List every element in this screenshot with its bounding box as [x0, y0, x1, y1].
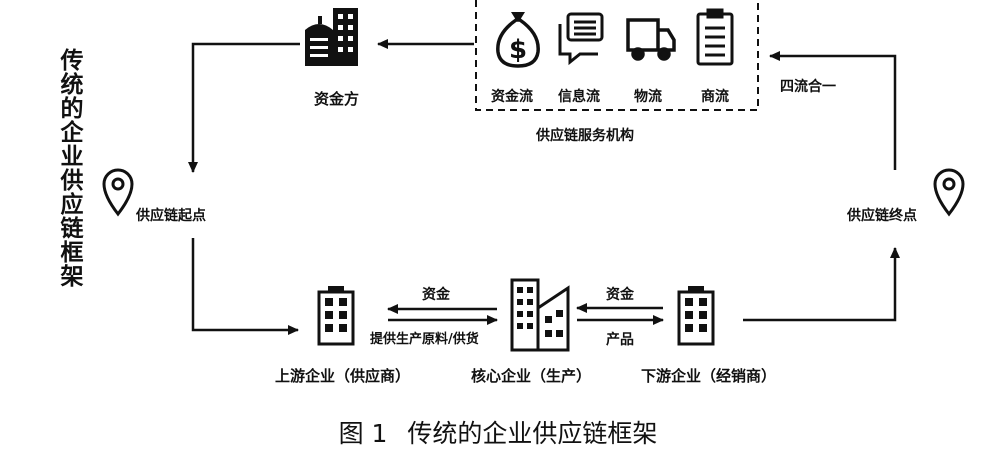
flow-label-commerce: 商流 [701, 89, 729, 105]
end-location-pin-icon [933, 168, 965, 217]
downstream-money-label: 资金 [606, 287, 634, 303]
money-bag-icon: $ [496, 12, 540, 68]
start-label: 供应链起点 [136, 208, 206, 224]
svg-text:$: $ [509, 35, 527, 65]
end-label: 供应链终点 [847, 208, 917, 224]
arrow-start-to-upstream [191, 238, 299, 335]
upstream-label: 上游企业（供应商） [275, 367, 411, 385]
funder-label: 资金方 [314, 90, 360, 108]
flow-label-information: 信息流 [558, 89, 600, 105]
flow-label-money: 资金流 [491, 89, 533, 105]
start-location-pin-icon [102, 168, 134, 217]
core-building-icon [510, 278, 570, 352]
upstream-money-label: 资金 [422, 287, 450, 303]
figure-caption: 图 1 传统的企业供应链框架 [0, 414, 996, 450]
clipboard-icon [696, 8, 734, 66]
upstream-goods-label: 提供生产原料/供货 [370, 332, 479, 347]
downstream-building-icon [677, 286, 715, 346]
downstream-label: 下游企业（经销商） [641, 367, 777, 385]
core-label: 核心企业（生产） [471, 367, 592, 385]
arrow-end-to-service [769, 51, 897, 170]
chat-bubble-icon [558, 12, 604, 66]
figure-number: 图 1 [338, 419, 388, 448]
four-in-one-label: 四流合一 [780, 79, 836, 95]
funder-building-icon [305, 8, 358, 66]
service-org-box [475, 0, 759, 111]
flow-label-logistics: 物流 [634, 89, 662, 105]
figure-title: 传统的企业供应链框架 [407, 419, 658, 448]
arrow-downstream-to-end [743, 247, 900, 322]
side-title: 传统的企业供应链框架 [56, 48, 82, 288]
service-org-title: 供应链服务机构 [536, 128, 634, 144]
downstream-product-label: 产品 [606, 332, 634, 348]
truck-icon [626, 18, 676, 61]
arrow-funder-to-start [188, 42, 300, 173]
upstream-building-icon [317, 286, 355, 346]
